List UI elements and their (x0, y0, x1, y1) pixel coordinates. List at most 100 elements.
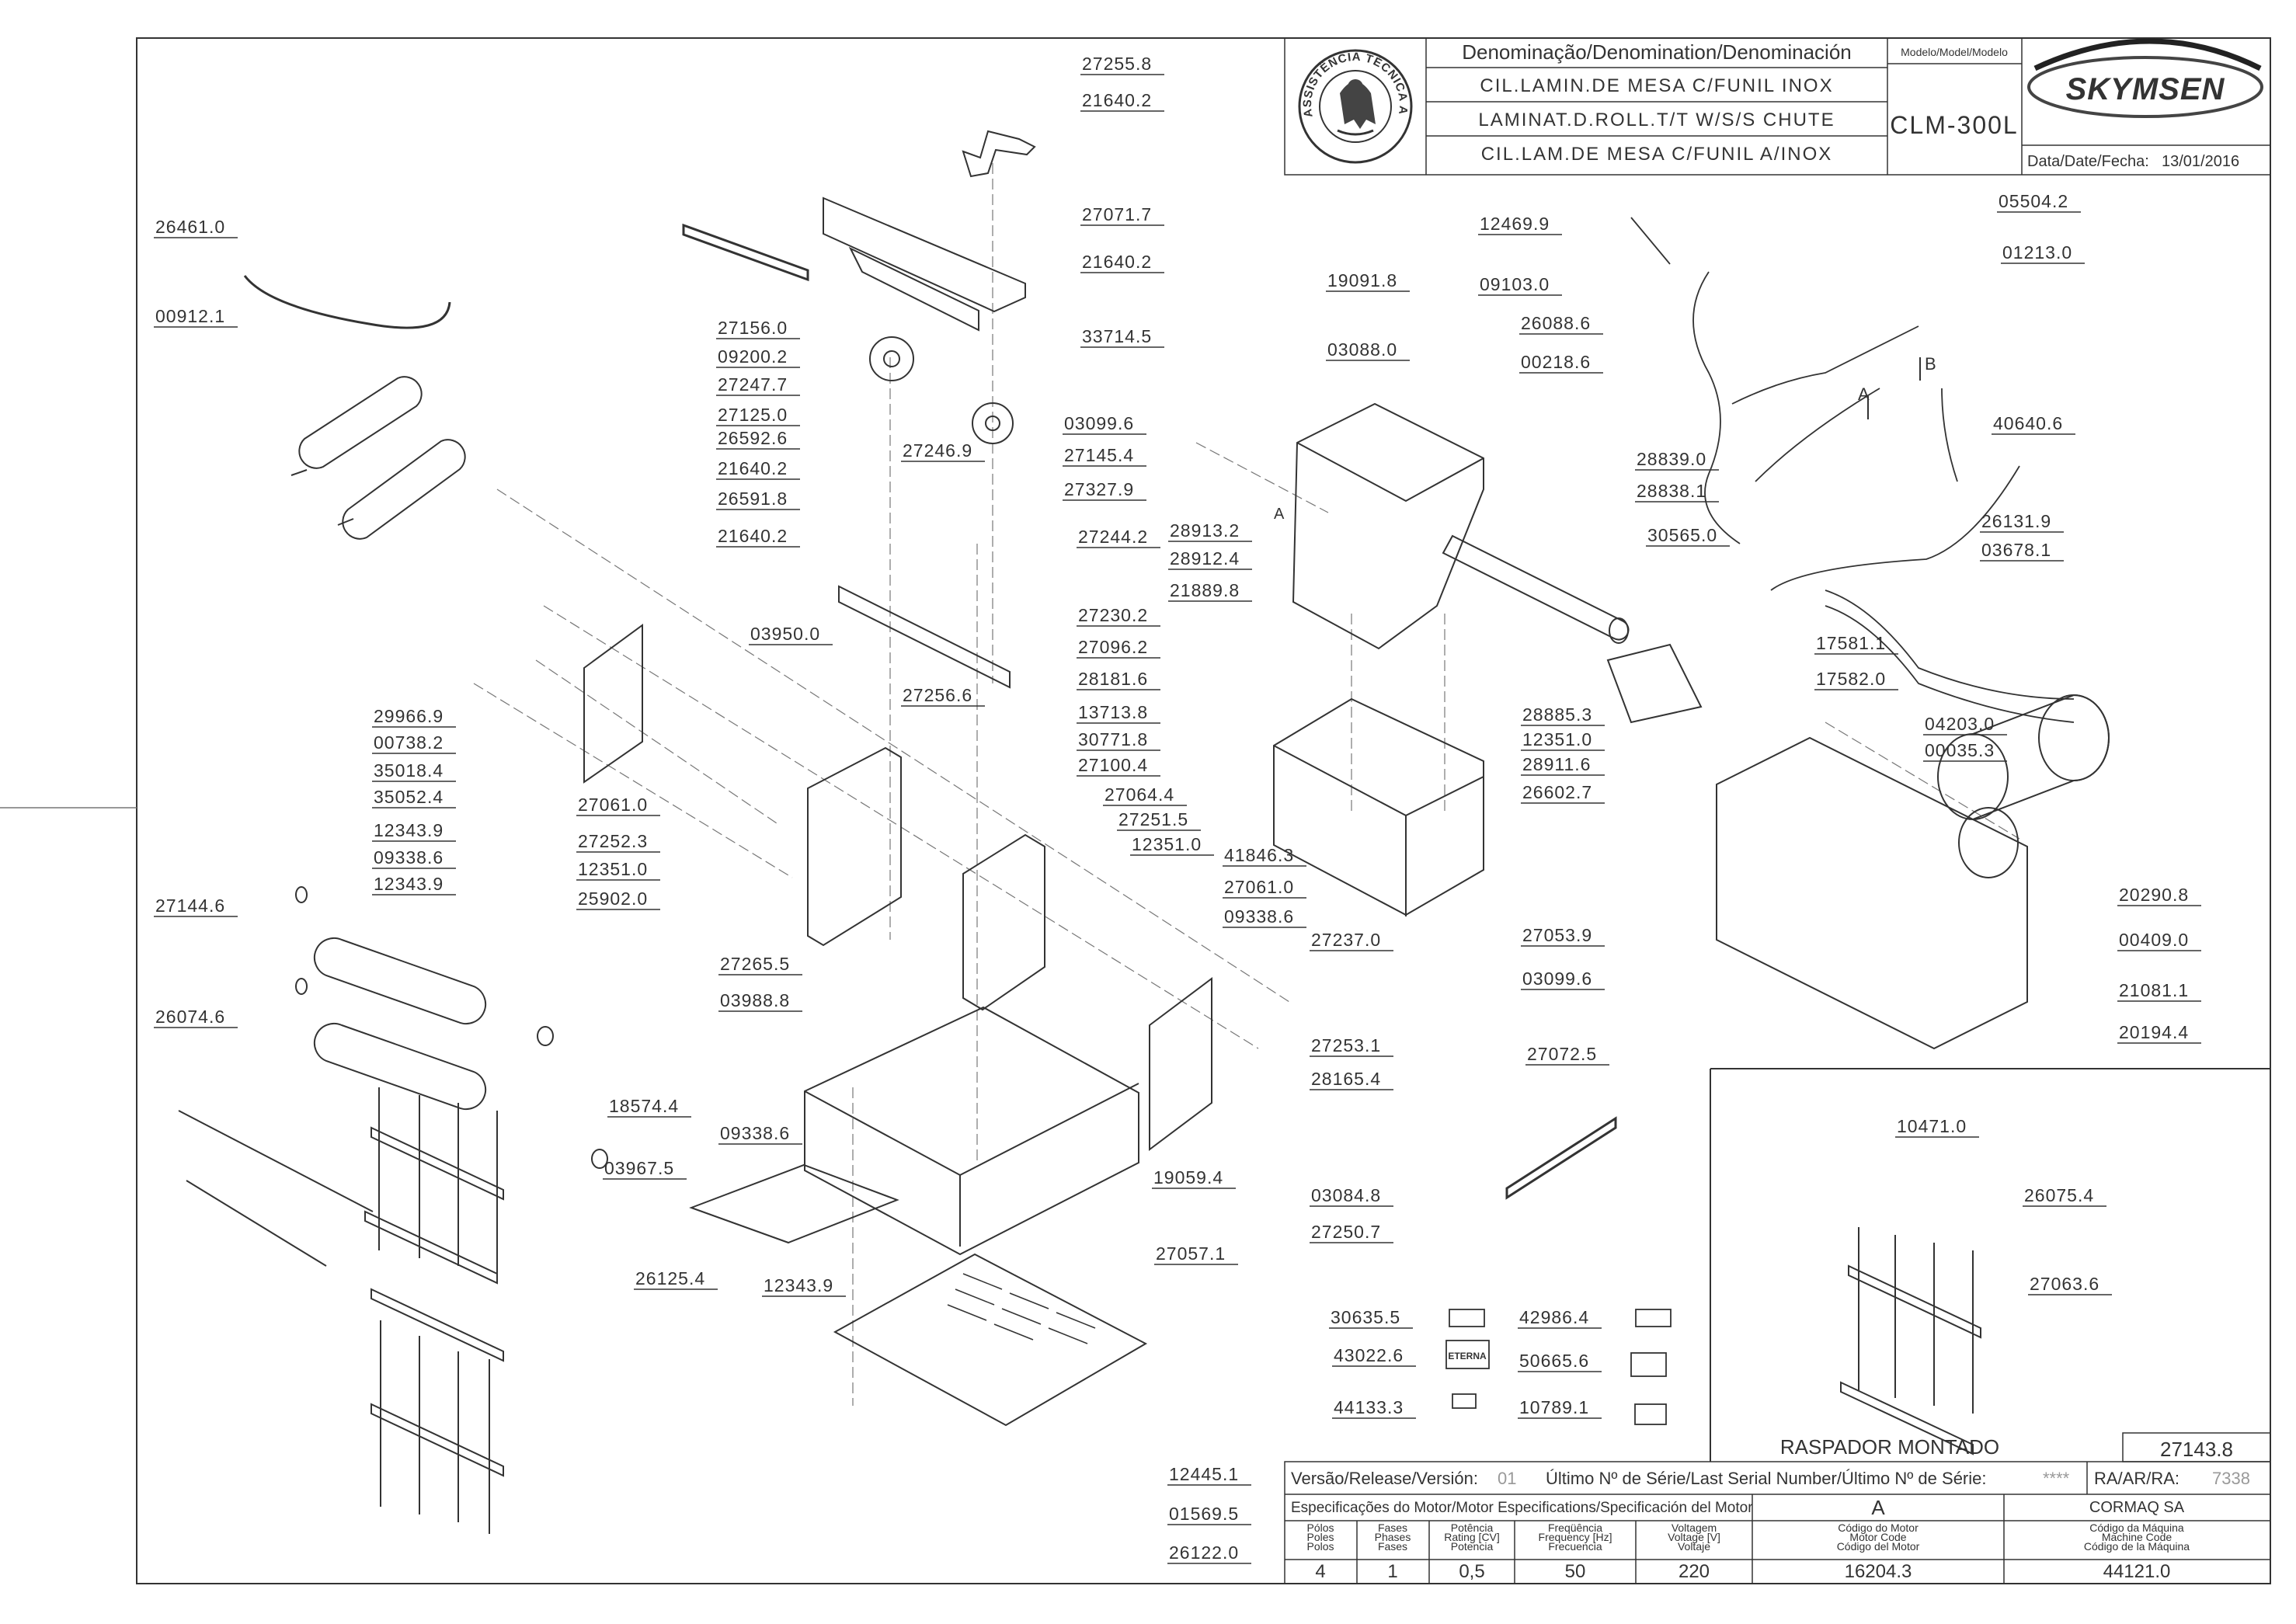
spec-header: Potencia (1451, 1540, 1494, 1553)
spec-header: Rating [CV] (1444, 1531, 1500, 1543)
delivery-tray (689, 1163, 899, 1244)
date-value: 13/01/2016 (2162, 153, 2239, 170)
part-label-03967-5: 03967.5 (604, 1158, 674, 1178)
curved-guard (1606, 643, 1703, 724)
chain-part (682, 223, 809, 282)
part-label-09103-0: 09103.0 (1480, 274, 1550, 294)
right-side-plate (1149, 977, 1212, 1151)
ra-label: RA/AR/RA: (2094, 1469, 2179, 1488)
part-label-27071-7: 27071.7 (1082, 204, 1152, 224)
part-label-35052-4: 35052.4 (374, 787, 444, 807)
part-label-09338-6: 09338.6 (1224, 906, 1294, 927)
brand-logo: SKYMSEN (2027, 38, 2263, 118)
feed-plate (838, 585, 1011, 689)
bottom-plate-vents (947, 1273, 1096, 1344)
version-label: Versão/Release/Versión: (1291, 1469, 1478, 1488)
part-label-28885-3: 28885.3 (1522, 704, 1592, 725)
bottom-plate (833, 1253, 1148, 1427)
part-label-12469-9: 12469.9 (1480, 214, 1550, 234)
name-en: LAMINAT.D.ROLL.T/T W/S/S CHUTE (1478, 110, 1835, 130)
part-label-25902-0: 25902.0 (578, 889, 648, 909)
part-label-10789-1: 10789.1 (1519, 1397, 1589, 1417)
part-label-28912-4: 28912.4 (1170, 548, 1240, 569)
version-value: 01 (1498, 1469, 1516, 1488)
left-side-plate (583, 624, 643, 784)
part-label-26075-4: 26075.4 (2024, 1185, 2094, 1205)
upper-rollers (290, 376, 466, 540)
title-block (1284, 37, 2271, 176)
spec-header: Código de la Máquina (2084, 1540, 2190, 1553)
spec-header: Phases (1375, 1531, 1411, 1543)
part-label-40640-6: 40640.6 (1993, 413, 2063, 433)
wire-marker-b: B (1925, 354, 1936, 374)
part-label-43022-6: 43022.6 (1334, 1345, 1404, 1365)
wiring-harness (1630, 217, 2075, 723)
spec-value: 44121.0 (2103, 1561, 2171, 1582)
part-label-12343-9: 12343.9 (374, 820, 444, 840)
spec-header: Poles (1306, 1531, 1334, 1543)
part-label-21889-8: 21889.8 (1170, 580, 1240, 600)
ra-value: 7338 (2212, 1469, 2250, 1488)
part-label-30565-0: 30565.0 (1647, 525, 1717, 545)
part-label-27230-2: 27230.2 (1078, 605, 1148, 625)
part-label-03099-6: 03099.6 (1064, 413, 1134, 433)
subassembly-code: 27143.8 (2160, 1438, 2233, 1461)
part-label-12445-1: 12445.1 (1169, 1464, 1239, 1484)
spec-header: Frequency [Hz] (1539, 1531, 1612, 1543)
right-frame (962, 833, 1045, 1011)
part-label-26592-6: 26592.6 (718, 428, 788, 448)
part-label-00218-6: 00218.6 (1521, 352, 1591, 372)
drawing-frame (136, 37, 2271, 1584)
center-frame (807, 746, 902, 947)
part-label-00409-0: 00409.0 (2119, 930, 2189, 950)
sprocket-part (869, 336, 914, 381)
part-label-27144-6: 27144.6 (155, 895, 225, 916)
date-label: Data/Date/Fecha: (2027, 153, 2149, 170)
part-label-19091-8: 19091.8 (1327, 270, 1397, 290)
part-label-41846-3: 41846.3 (1224, 845, 1294, 865)
part-label-28838-1: 28838.1 (1637, 481, 1706, 501)
part-label-26122-0: 26122.0 (1169, 1542, 1239, 1563)
part-label-30771-8: 30771.8 (1078, 729, 1148, 749)
spec-table-lines (1284, 1461, 2271, 1584)
part-label-27125-0: 27125.0 (718, 405, 788, 425)
part-label-00738-2: 00738.2 (374, 732, 444, 753)
spec-header: Código do Motor (1838, 1521, 1919, 1534)
part-label-27246-9: 27246.9 (903, 440, 972, 461)
name-pt: CIL.LAMIN.DE MESA C/FUNIL INOX (1480, 75, 1833, 96)
spec-header: Fases (1378, 1540, 1407, 1553)
part-label-04203-0: 04203.0 (1925, 714, 1995, 734)
part-label-27247-7: 27247.7 (718, 374, 788, 395)
spec-header: Código da Máquina (2089, 1521, 2184, 1534)
part-label-00912-1: 00912.1 (155, 306, 225, 326)
inset-scraper-assembly (1840, 1227, 1981, 1455)
part-label-03950-0: 03950.0 (750, 624, 820, 644)
part-label-28165-4: 28165.4 (1311, 1069, 1381, 1089)
spec-header: Machine Code (2102, 1531, 2172, 1543)
part-label-27100-4: 27100.4 (1078, 755, 1148, 775)
base-box (804, 1006, 1139, 1256)
part-label-18574-4: 18574.4 (609, 1096, 679, 1116)
part-label-17581-1: 17581.1 (1816, 633, 1886, 653)
part-label-26074-6: 26074.6 (155, 1007, 225, 1027)
part-label-00035-3: 00035.3 (1925, 740, 1995, 760)
spec-header: Frecuencia (1548, 1540, 1602, 1553)
part-label-01569-5: 01569.5 (1169, 1504, 1239, 1524)
motor-company: CORMAQ SA (2089, 1499, 2185, 1516)
part-label-27053-9: 27053.9 (1522, 925, 1592, 945)
part-label-27064-4: 27064.4 (1105, 784, 1174, 805)
model-header: Modelo/Model/Modelo (1901, 46, 2008, 58)
sprocket-part-2 (972, 402, 1014, 444)
decals: ETERNA (1445, 1309, 1672, 1425)
part-label-10471-0: 10471.0 (1897, 1116, 1967, 1136)
scraper-rods (178, 1087, 504, 1534)
decal-eterna-text: ETERNA (1448, 1351, 1487, 1361)
part-label-50665-6: 50665.6 (1519, 1351, 1589, 1371)
spec-value: 50 (1565, 1561, 1586, 1582)
part-label-05504-2: 05504.2 (1999, 191, 2068, 211)
motor-spec-columns: PólosPolesPolos4FasesPhasesFases1Potênci… (1306, 1521, 2190, 1582)
model-name: CLM-300L (1890, 111, 2018, 139)
part-label-27252-3: 27252.3 (578, 831, 648, 851)
spec-value: 4 (1315, 1561, 1325, 1582)
